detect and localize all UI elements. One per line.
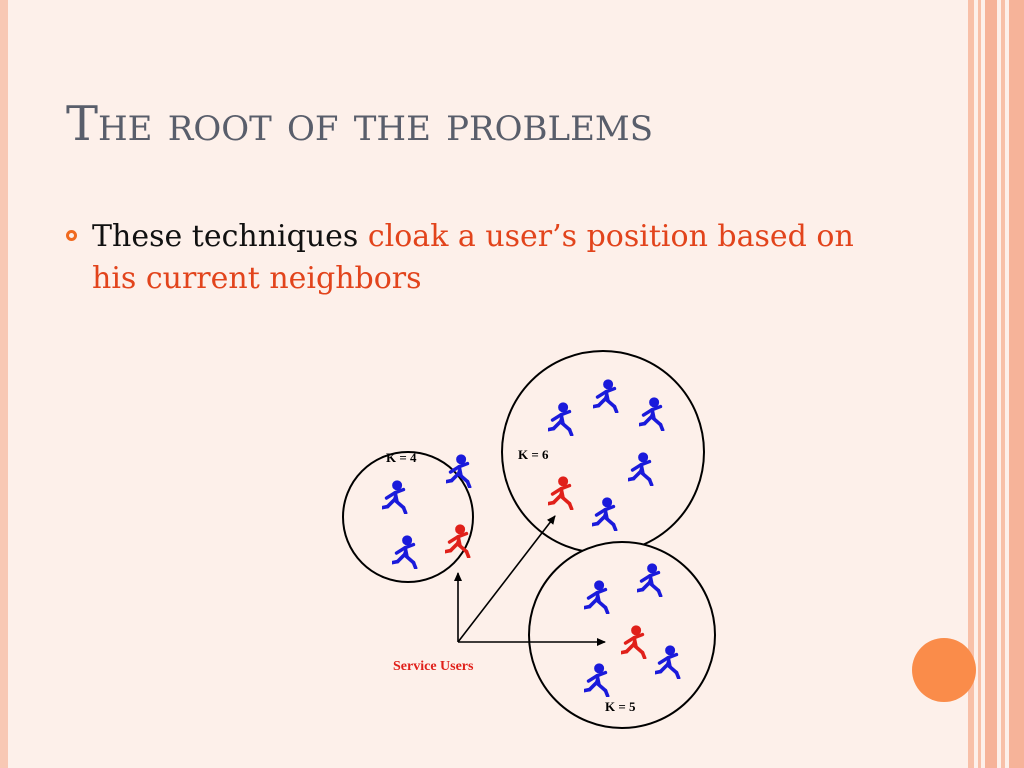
hollow-circle-bullet-icon [66,230,77,241]
decor-circle [912,638,976,702]
user-blue-icon [382,480,408,514]
cluster-k4-label: K = 4 [386,450,417,465]
bullet-text-highlight: cloak a user’s position based on his cur… [92,219,854,296]
slide-title: The root of the problems [66,96,653,152]
cluster-k6-label: K = 6 [518,447,549,462]
user-blue-icon [446,454,472,488]
arrow-to-k6 [457,515,556,643]
right-decor-stripes [968,0,1024,768]
bullet-text-plain: These techniques [92,219,368,254]
user-red-icon [445,524,471,558]
bullet-item: These techniques cloak a user’s position… [66,216,896,300]
arrows [454,515,606,646]
user-blue-icon [392,535,418,569]
cluster-k5-label: K = 5 [605,699,636,714]
service-users-label: Service Users [393,659,474,674]
users-cluster-k4 [382,454,472,569]
bullet-text: These techniques cloak a user’s position… [66,216,896,300]
cluster-k4-circle [342,451,474,583]
left-border-stripe [0,0,8,768]
cluster-k5-circle [528,541,716,729]
